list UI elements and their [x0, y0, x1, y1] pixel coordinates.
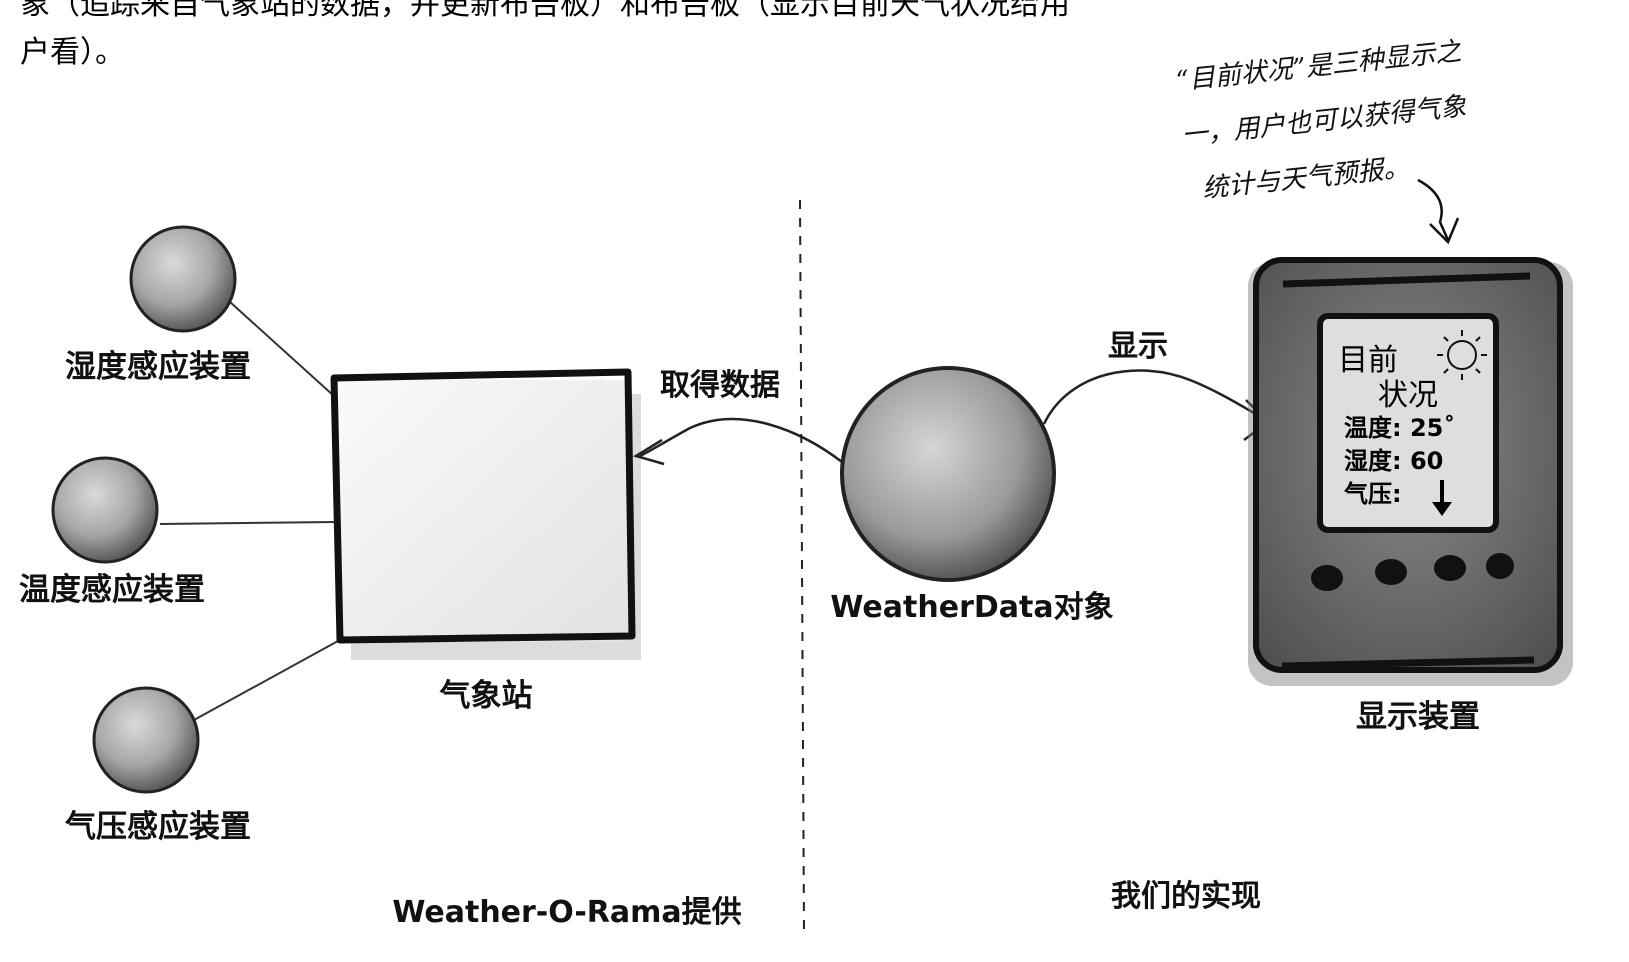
left-section-caption: Weather-O-Rama提供 — [392, 895, 741, 930]
display-device-label: 显示装置 — [1356, 699, 1480, 735]
display-device: 目前 状况 温度: 25˚ 湿度: 60 气压: 显示装置 — [1248, 257, 1573, 735]
section-divider — [799, 199, 805, 931]
right-section-caption: 我们的实现 — [1111, 879, 1261, 914]
screen-temperature: 温度: 25˚ — [1344, 414, 1455, 442]
fetch-arrow-head — [632, 438, 665, 466]
station-box-icon — [338, 380, 628, 642]
humidity-sensor: 湿度感应装置 — [65, 225, 251, 385]
intro-line-1: 象（追踪来自气象站的数据，并更新布告板）和布告板（显示目前天气状况给用 — [20, 0, 1070, 22]
device-button-1 — [1311, 565, 1343, 591]
station-label: 气象站 — [439, 678, 533, 714]
temperature-sensor: 温度感应装置 — [19, 456, 205, 608]
fetch-data-arrow: 取得数据 — [632, 368, 843, 466]
display-label: 显示 — [1108, 329, 1168, 364]
device-screen — [1317, 313, 1499, 533]
sun-icon — [1437, 330, 1487, 380]
screen-title-line-1: 目前 — [1338, 343, 1398, 378]
temperature-sensor-ball-icon — [51, 456, 159, 564]
humidity-sensor-ball-icon — [129, 225, 237, 333]
display-arrow: 显示 — [1042, 329, 1270, 441]
pressure-sensor: 气压感应装置 — [64, 686, 251, 845]
callout-note: “目前状况”是三种显示之 一，用户也可以获得气象 统计与天气预报。 — [1174, 37, 1469, 205]
device-button-4 — [1486, 553, 1514, 579]
screen-humidity: 湿度: 60 — [1344, 447, 1443, 475]
pressure-down-arrow-icon — [1432, 480, 1452, 516]
device-button-3 — [1434, 555, 1466, 581]
humidity-connector — [229, 301, 335, 397]
weatherdata-label: WeatherData对象 — [830, 590, 1113, 625]
humidity-sensor-label: 湿度感应装置 — [65, 349, 251, 385]
weather-station: 气象站 — [330, 368, 641, 714]
callout-arrow — [1417, 178, 1450, 241]
station-outline — [330, 368, 636, 644]
screen-title-line-2: 状况 — [1378, 378, 1438, 413]
sensor-connectors — [159, 301, 339, 721]
callout-arrow-head — [1429, 217, 1460, 245]
pressure-sensor-ball-icon — [92, 686, 200, 794]
fetch-data-label: 取得数据 — [660, 368, 780, 403]
temperature-sensor-label: 温度感应装置 — [19, 572, 205, 608]
pressure-sensor-label: 气压感应装置 — [64, 809, 251, 845]
weatherdata-object: WeatherData对象 — [830, 366, 1114, 625]
screen-pressure: 气压: — [1343, 480, 1402, 508]
weatherdata-sphere-icon — [840, 366, 1056, 582]
pressure-connector — [193, 640, 339, 721]
fetch-arrow-curve — [639, 417, 843, 463]
intro-paragraph: 象（追踪来自气象站的数据，并更新布告板）和布告板（显示目前天气状况给用 户看）。 — [20, 0, 1070, 70]
temperature-connector — [159, 521, 337, 525]
callout-line-3: 统计与天气预报。 — [1201, 153, 1411, 205]
device-button-2 — [1375, 559, 1407, 585]
display-arrow-curve — [1042, 369, 1267, 425]
callout-line-1: “目前状况”是三种显示之 — [1174, 37, 1463, 97]
intro-line-2: 户看）。 — [20, 35, 125, 70]
callout-line-2: 一，用户也可以获得气象 — [1180, 91, 1469, 151]
